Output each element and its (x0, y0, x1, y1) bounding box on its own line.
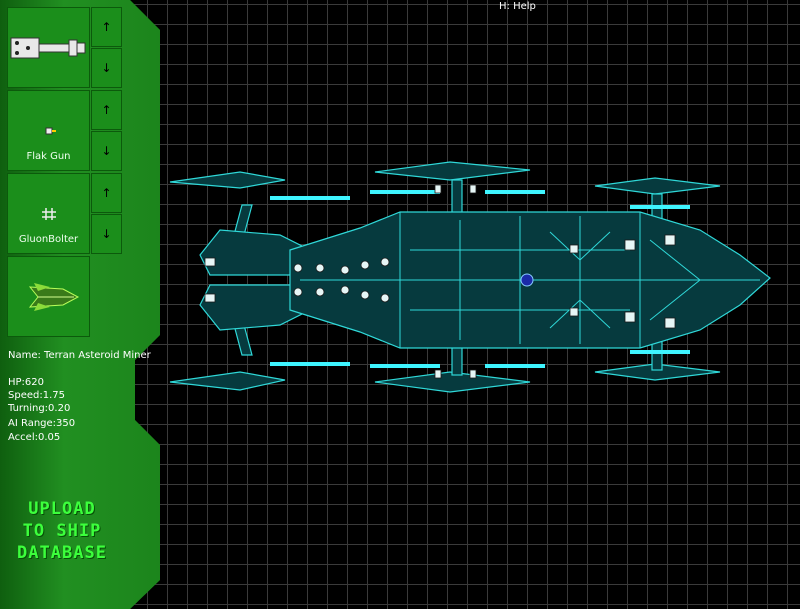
slot-1-up-arrow[interactable]: ↑ (91, 7, 122, 47)
beam-weapon-icon (10, 37, 86, 59)
slot-1-down-arrow[interactable]: ↓ (91, 48, 122, 88)
weapon-slot-3[interactable]: GluonBolter (7, 173, 90, 254)
slot-2-down-arrow[interactable]: ↓ (91, 131, 122, 171)
slot-label: GluonBolter (18, 234, 79, 245)
weapon-slot-1[interactable] (7, 7, 90, 88)
slot-3-up-arrow[interactable]: ↑ (91, 173, 122, 213)
wing-top-right (594, 177, 721, 195)
stat-speed: Speed:1.75 (8, 390, 65, 401)
stat-turning: Turning:0.20 (8, 403, 71, 414)
slot-3-down-arrow[interactable]: ↓ (91, 214, 122, 254)
upload-line-1: UPLOAD (28, 499, 96, 519)
help-hint: H: Help (499, 1, 536, 12)
slot-label: Flak Gun (26, 151, 71, 162)
slot-2-up-arrow[interactable]: ↑ (91, 90, 122, 130)
stat-ai-range: AI Range:350 (8, 418, 76, 429)
wing-top-left (169, 171, 286, 189)
upload-to-database-button[interactable]: UPLOAD TO SHIP DATABASE (12, 498, 112, 564)
stat-hp: HP:620 (8, 377, 45, 388)
flak-gun-icon (45, 127, 56, 135)
ship-preview (7, 256, 90, 337)
ship-thumbnail-icon (28, 283, 80, 311)
wing-bottom-right (594, 363, 721, 381)
wing-bottom-left (169, 371, 286, 391)
wing-top-mid (374, 161, 531, 181)
upload-line-3: DATABASE (17, 543, 107, 563)
weapon-slot-2[interactable]: Flak Gun (7, 90, 90, 171)
gluon-bolter-icon (42, 208, 56, 220)
stat-accel: Accel:0.05 (8, 432, 61, 443)
wing-bottom-mid (374, 371, 531, 393)
ship-name: Name: Terran Asteroid Miner (8, 350, 151, 361)
ship-schematic[interactable] (160, 150, 780, 410)
reactor-core (520, 273, 534, 287)
upload-line-2: TO SHIP (22, 521, 102, 541)
